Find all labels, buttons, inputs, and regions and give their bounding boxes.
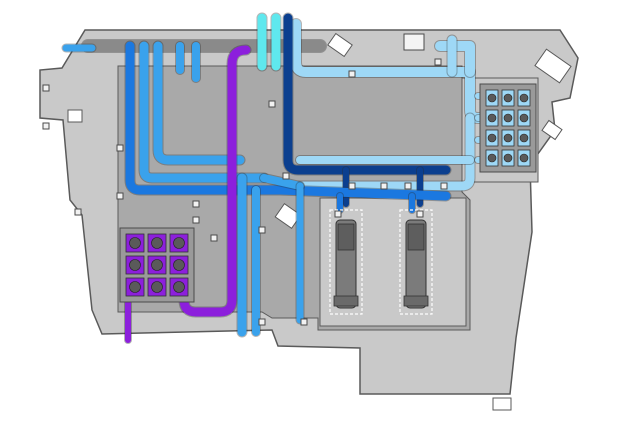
pump-motor (503, 93, 513, 103)
chiller-compressor (407, 223, 425, 251)
pipe-hanger (440, 182, 448, 190)
chiller-waterbox (403, 295, 429, 307)
pipe-hanger (42, 122, 50, 130)
pump-motor (151, 281, 163, 293)
pump-motor (519, 133, 529, 143)
pipe-hanger (42, 84, 50, 92)
chiller-footprint (399, 209, 433, 315)
pipe-hanger (116, 192, 124, 200)
chiller-waterbox (333, 295, 359, 307)
pipe-hanger (434, 58, 442, 66)
pump-motor (487, 113, 497, 123)
pipe-midblue-chiller-branch (337, 193, 415, 213)
pipe-hanger (258, 318, 266, 326)
shaft-opening-east (541, 119, 563, 141)
pump-motor (173, 237, 185, 249)
pipe-hanger (192, 216, 200, 224)
pipe-hanger (74, 208, 82, 216)
pipe-hanger (192, 200, 200, 208)
pipe-hanger (282, 172, 290, 180)
chiller-unit-icon (329, 209, 433, 315)
pipe-hanger (258, 226, 266, 234)
pipe-darkblue-main (283, 13, 451, 175)
equipment-box-tag (492, 397, 512, 411)
equipment-box-top (403, 33, 425, 51)
pump-motor (519, 93, 529, 103)
pump-motor (487, 93, 497, 103)
shaft-opening-mid (274, 203, 302, 229)
pipe-hanger (300, 318, 308, 326)
pump-array-icon (119, 227, 195, 303)
pipe-blue-lateral (260, 174, 304, 190)
pump-motor (519, 153, 529, 163)
pump-motor (503, 153, 513, 163)
pipe-hanger (404, 182, 412, 190)
pump-motor (129, 259, 141, 271)
pipe-hanger (334, 210, 342, 218)
pump-motor (519, 113, 529, 123)
pump-motor (487, 133, 497, 143)
pump-motor (151, 259, 163, 271)
pipe-hanger (416, 210, 424, 218)
pipe-blue-v1 (139, 41, 269, 183)
pump-motor (151, 237, 163, 249)
pump-motor (503, 113, 513, 123)
pump-motor (129, 281, 141, 293)
pipe-blue-v2 (153, 41, 245, 165)
pump-motor (503, 133, 513, 143)
pipe-hanger (348, 70, 356, 78)
pipe-hanger (210, 234, 218, 242)
openings (67, 32, 572, 411)
pipe-supports (42, 58, 448, 326)
pipe-hanger (268, 100, 276, 108)
chiller-footprint (329, 209, 363, 315)
pipe-hanger (380, 182, 388, 190)
pump-motor (487, 153, 497, 163)
pipe-lightblue-down (295, 113, 475, 191)
pump-motor (173, 281, 185, 293)
shaft-opening-right (534, 48, 572, 84)
chiller-compressor (337, 223, 355, 251)
pipe-hanger (116, 144, 124, 152)
shaft-opening-west (67, 109, 83, 123)
pipe-midblue-loop (125, 41, 451, 201)
pump-motor (129, 237, 141, 249)
shaft-opening-top (327, 32, 353, 58)
pipe-hanger (348, 182, 356, 190)
pump-motor (173, 259, 185, 271)
pump-array-icon (479, 83, 537, 173)
pipe-purple-main (179, 45, 251, 317)
